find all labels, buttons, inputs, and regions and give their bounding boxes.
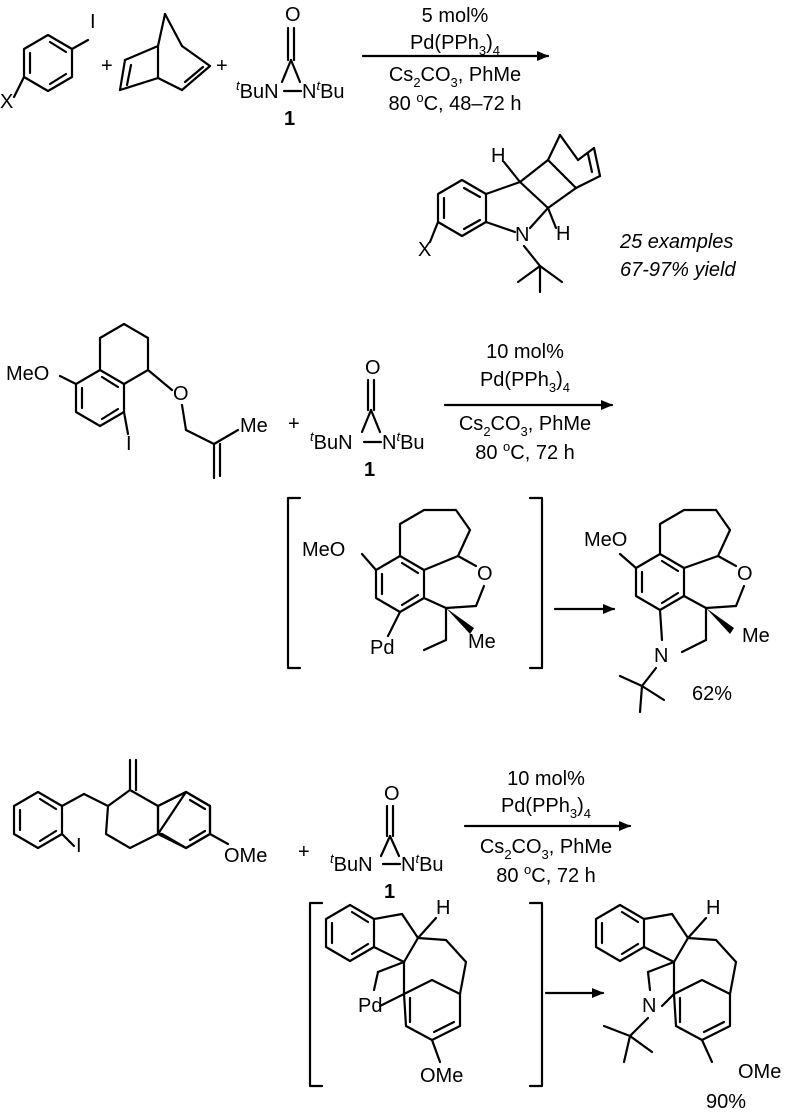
base-solvent-label: Cs2CO3, PhMe [480, 836, 612, 862]
ether-oxygen-label: O [173, 383, 189, 405]
catalyst-label: Pd(PPh3)4 [501, 795, 591, 821]
reagent-number-label: 1 [284, 108, 295, 130]
indoline-product-3: OMe N H [594, 897, 781, 1083]
methoxy-label: MeO [584, 529, 627, 551]
reagent-number-label: 1 [384, 881, 395, 903]
n-tbu-label: NtBu [382, 429, 425, 454]
palladacycle-intermediate-3: OMe Pd H [308, 897, 544, 1088]
plus-sign: + [101, 55, 113, 77]
methoxy-label: MeO [6, 363, 49, 385]
methoxy-label: OMe [738, 1061, 781, 1083]
nitrogen-label: N [642, 995, 656, 1017]
yield-label: 90% [706, 1091, 746, 1113]
reaction-1: I X + + O tBuN Nt [0, 4, 737, 294]
iodine-label: I [126, 433, 132, 455]
catalyst-loading-label: 10 mol% [486, 341, 564, 363]
n-tbu-label: NtBu [401, 851, 444, 876]
tbu-n-label: tBuN [330, 851, 373, 876]
reaction-1-arrow: 5 mol% Pd(PPh3)4 Cs2CO3, PhMe 80 oC, 48–… [361, 5, 550, 115]
hydrogen-label: H [706, 897, 720, 919]
catalyst-label: Pd(PPh3)4 [480, 369, 570, 395]
reaction-2-arrow: 10 mol% Pd(PPh3)4 Cs2CO3, PhMe 80 oC, 72… [443, 341, 614, 464]
aryl-iodide-1: I X [0, 11, 96, 113]
temperature-time-label: 80 oC, 72 h [496, 862, 596, 887]
ether-oxygen-label: O [737, 563, 753, 585]
nitrogen-label: N [654, 645, 668, 667]
diaziridinone-reagent-1: O tBuN NtBu 1 [236, 4, 345, 130]
x-substituent-label: X [418, 239, 431, 261]
methoxy-label: OMe [224, 845, 267, 867]
methyl-label: Me [240, 415, 268, 437]
norbornadiene [118, 12, 212, 92]
examples-count-label: 25 examples [619, 231, 733, 253]
x-substituent-label: X [0, 91, 13, 113]
nitrogen-label: N [515, 224, 529, 246]
diaziridinone-reagent-3: O tBuN NtBu 1 [330, 783, 444, 903]
base-solvent-label: Cs2CO3, PhMe [389, 64, 521, 90]
methoxy-label: MeO [302, 539, 345, 561]
carbonyl-oxygen-label: O [365, 357, 381, 379]
carbonyl-oxygen-label: O [384, 783, 400, 805]
methoxy-label: OMe [420, 1065, 463, 1087]
methyl-label: Me [468, 631, 496, 653]
reaction-3-arrow: 10 mol% Pd(PPh3)4 Cs2CO3, PhMe 80 oC, 72… [463, 768, 632, 887]
indoline-product-1: N H H X [418, 133, 602, 294]
n-tbu-label: NtBu [302, 78, 345, 103]
tbu-n-label: tBuN [310, 429, 353, 454]
plus-sign: + [298, 841, 310, 863]
iodine-label: I [76, 835, 82, 857]
palladium-label: Pd [358, 995, 382, 1017]
catalyst-label: Pd(PPh3)4 [410, 32, 500, 58]
hydrogen-label: H [556, 223, 570, 245]
temperature-time-label: 80 oC, 48–72 h [389, 90, 522, 115]
reaction-2: O Me MeO I + O tBuN NtBu 1 10 mol% P [6, 322, 770, 714]
yield-range-label: 67-97% yield [620, 259, 737, 281]
carbonyl-oxygen-label: O [285, 4, 301, 26]
palladacycle-intermediate-2: O Me Pd MeO [286, 496, 544, 670]
catalyst-loading-label: 10 mol% [507, 768, 585, 790]
palladium-label: Pd [370, 637, 394, 659]
methyl-label: Me [742, 625, 770, 647]
tbu-n-label: tBuN [236, 78, 279, 103]
base-solvent-label: Cs2CO3, PhMe [459, 413, 591, 439]
plus-sign: + [288, 413, 300, 435]
temperature-time-label: 80 oC, 72 h [475, 439, 575, 464]
catalyst-loading-label: 5 mol% [422, 5, 489, 27]
diaziridinone-reagent-2: O tBuN NtBu 1 [310, 357, 425, 481]
aryl-iodide-2: O Me MeO I [6, 322, 268, 480]
reagent-number-label: 1 [364, 459, 375, 481]
iodine-label: I [90, 11, 96, 33]
yield-label: 62% [692, 683, 732, 705]
indoline-product-2: O Me N MeO [584, 508, 770, 714]
plus-sign: + [216, 55, 228, 77]
hydrogen-label: H [491, 145, 505, 167]
reaction-3: I OMe + O tBuN NtBu 1 10 mol% [12, 758, 781, 1113]
hydrogen-label: H [436, 897, 450, 919]
aryl-iodide-3: I OMe [12, 758, 267, 867]
ether-oxygen-label: O [477, 563, 493, 585]
